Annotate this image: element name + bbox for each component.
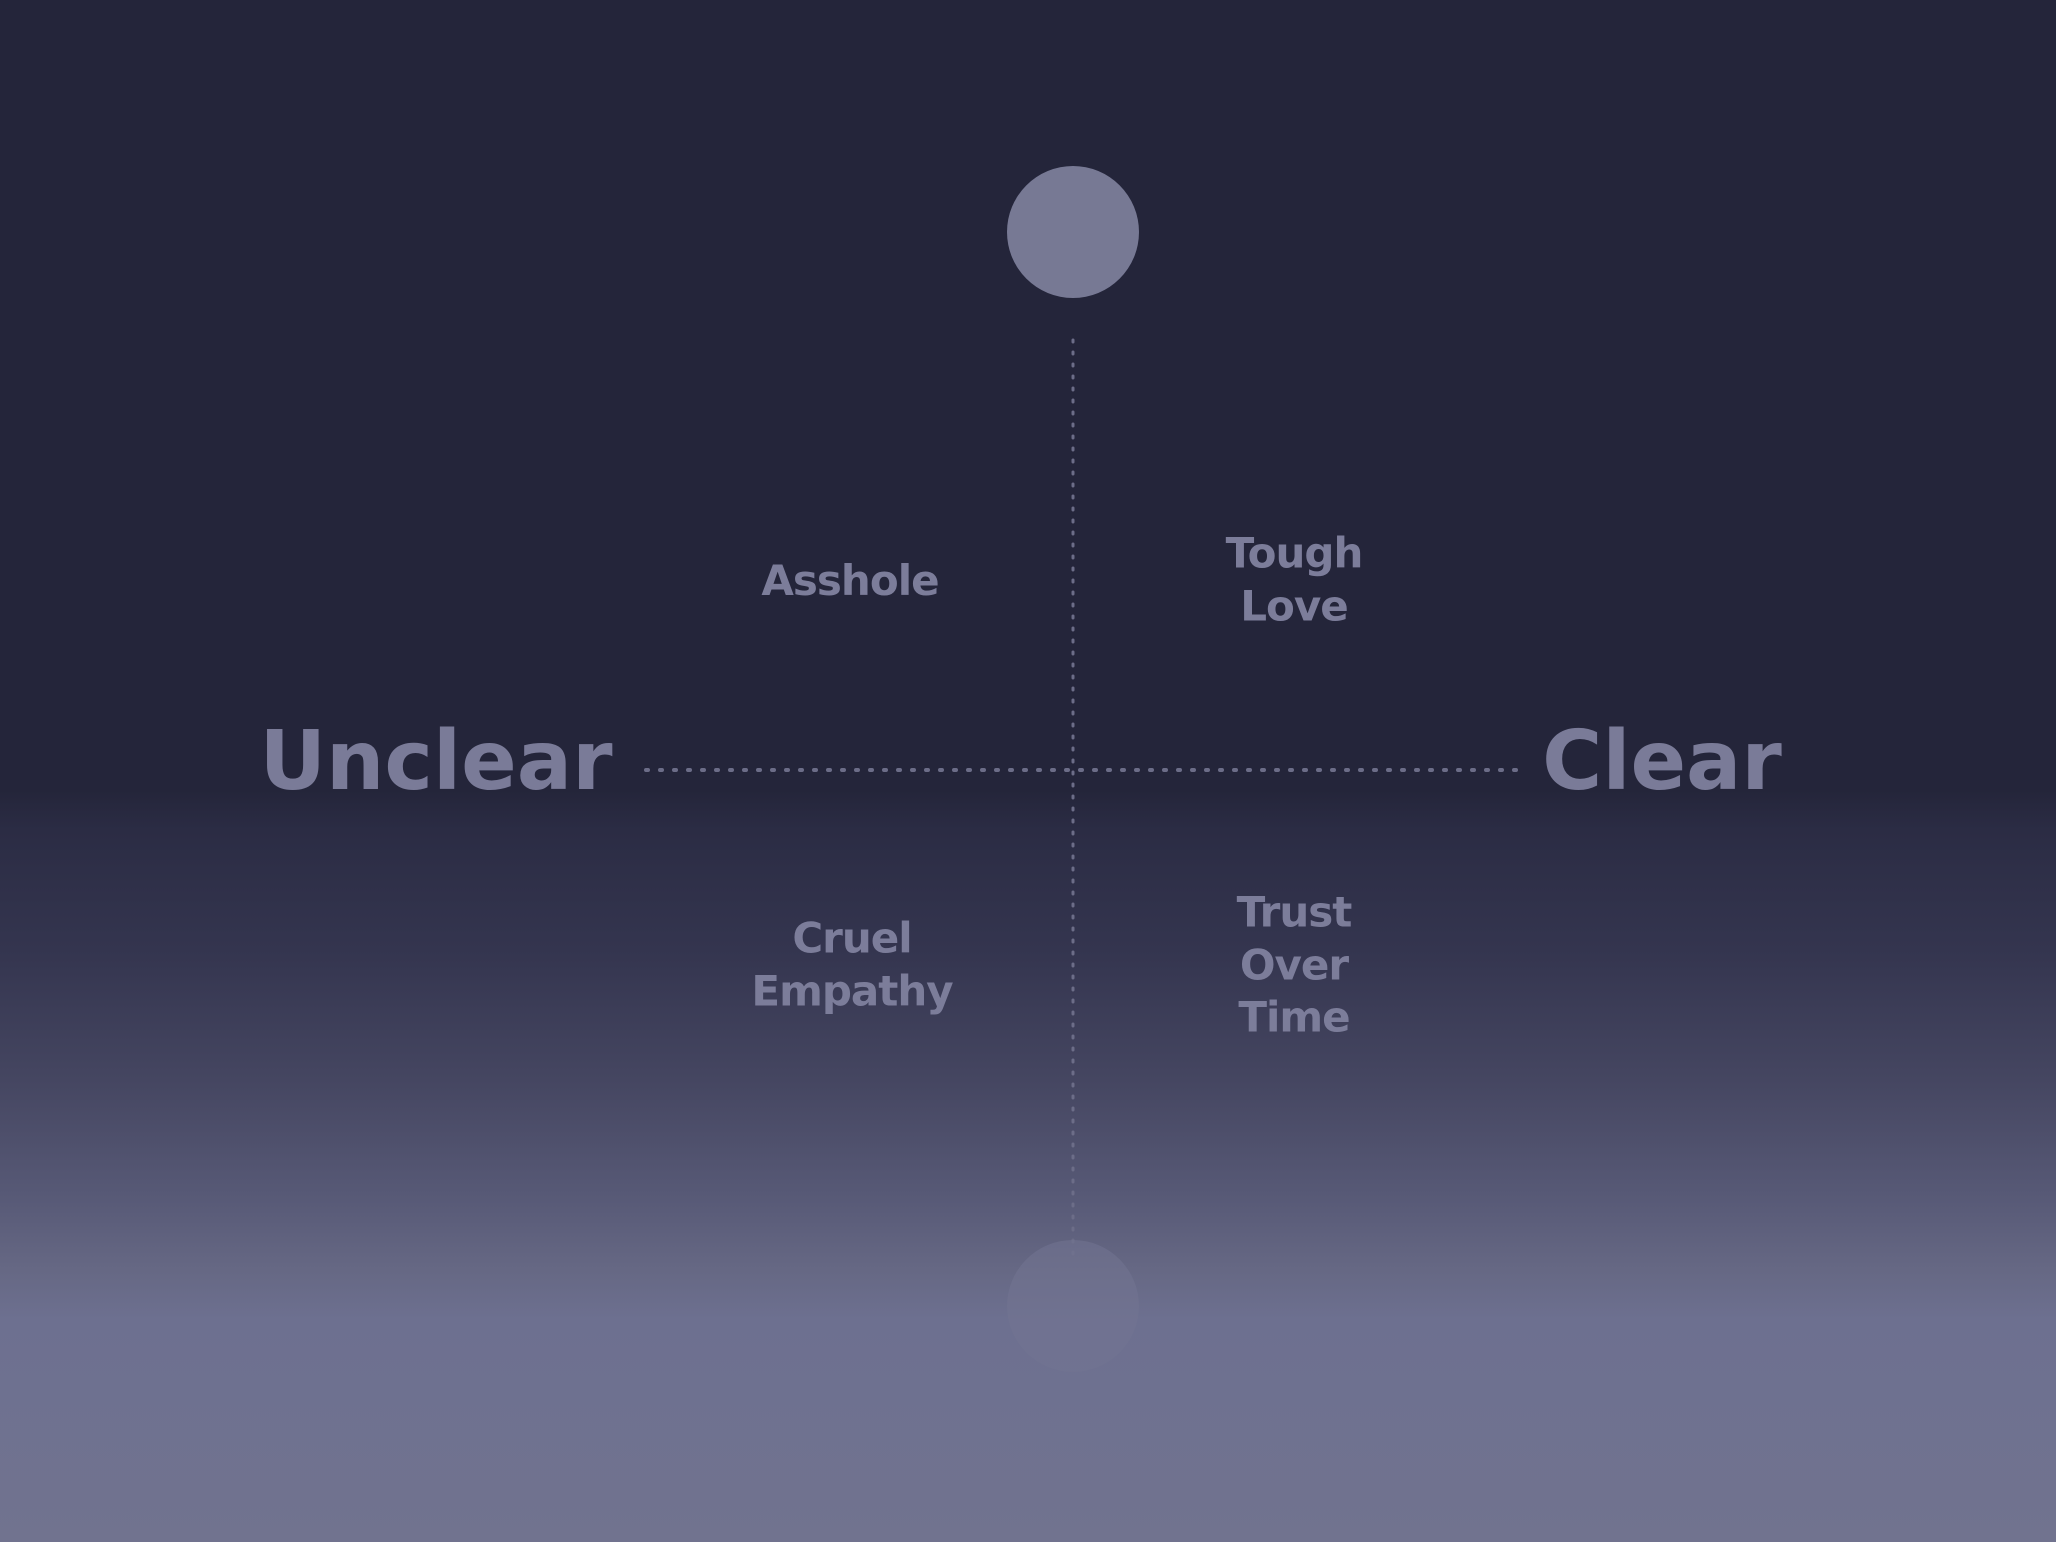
quadrant-top-right-line-1: Tough (1225, 528, 1364, 578)
quadrant-bottom-left-line-2: Empathy (751, 966, 953, 1015)
quadrant-bottom-left-label: Cruel Empathy (751, 913, 953, 1018)
quadrant-top-right-label: Tough Love (1225, 528, 1364, 633)
top-marker-circle (1007, 166, 1139, 298)
quadrant-top-right-line-2: Love (1240, 581, 1348, 630)
quadrant-bottom-right-label: Trust Over Time (1236, 886, 1353, 1044)
quadrant-bottom-right-line-2: Over (1239, 939, 1349, 989)
quadrant-bottom-right-line-1: Trust (1236, 887, 1353, 937)
axis-label-clear: Clear (1542, 714, 1782, 809)
quadrant-bottom-left-line-1: Cruel (792, 913, 912, 963)
bottom-marker-circle (1007, 1240, 1139, 1372)
quadrant-top-left-line-1: Asshole (761, 555, 939, 605)
quadrant-top-left-label: Asshole (761, 555, 939, 608)
axis-label-unclear: Unclear (259, 714, 613, 809)
quadrant-bottom-right-line-3: Time (1238, 992, 1350, 1042)
